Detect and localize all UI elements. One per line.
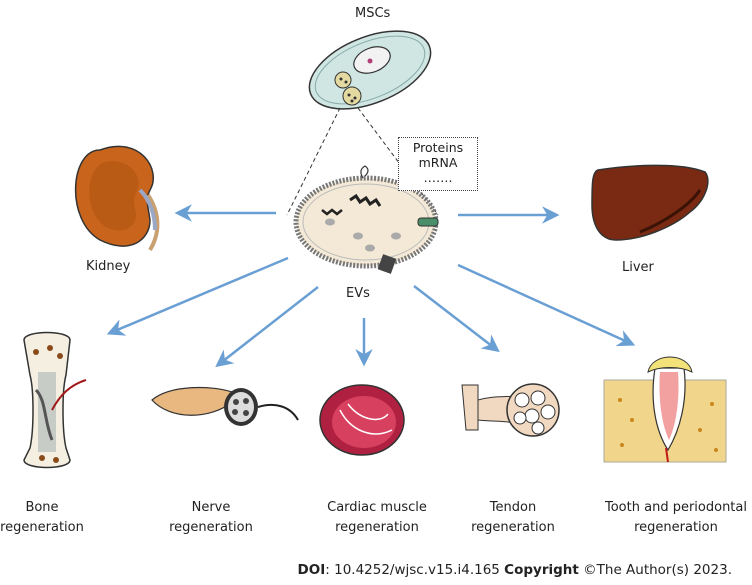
bone-illustration <box>23 331 87 469</box>
label-line: Tooth and periodontal <box>605 500 747 515</box>
cargo-proteins: Proteins <box>412 140 464 155</box>
label-evs: EVs <box>346 286 370 301</box>
cargo-ellipsis: ……. <box>423 170 453 185</box>
citation-footer: DOI: 10.4252/wjsc.v15.i4.165 Copyright ©… <box>298 562 732 578</box>
copyright-value: ©The Author(s) 2023. <box>578 562 732 578</box>
ev-illustration <box>293 165 439 274</box>
label-line: Cardiac muscle <box>327 500 427 515</box>
arrow-to-nerve <box>215 286 319 368</box>
label-bone-regeneration: Bone regeneration <box>0 498 84 538</box>
arrow-to-tooth <box>457 263 636 347</box>
label-line: Bone <box>25 500 59 515</box>
label-line: Nerve <box>191 500 231 515</box>
nerve-illustration <box>151 386 299 426</box>
msc-cell-illustration <box>308 30 432 110</box>
label-line: regeneration <box>634 520 718 535</box>
kidney-illustration <box>74 145 160 252</box>
arrows <box>106 204 636 368</box>
doi-value: : 10.4252/wjsc.v15.i4.165 <box>325 562 505 578</box>
label-mscs: MSCs <box>355 6 391 21</box>
tendon-illustration <box>461 383 560 437</box>
tooth-illustration <box>603 356 727 463</box>
cardiac-muscle-illustration <box>319 384 405 456</box>
cargo-box: Proteins mRNA ……. <box>398 137 478 191</box>
label-line: regeneration <box>335 520 419 535</box>
label-kidney: Kidney <box>86 259 131 274</box>
copyright-label: Copyright <box>504 562 579 578</box>
label-liver: Liver <box>622 260 654 275</box>
label-line: regeneration <box>169 520 253 535</box>
cargo-mrna: mRNA <box>418 155 458 170</box>
arrow-to-bone <box>106 256 289 336</box>
label-tendon-regeneration: Tendon regeneration <box>468 498 558 538</box>
label-tooth-periodontal-regeneration: Tooth and periodontal regeneration <box>604 498 748 538</box>
label-line: regeneration <box>0 520 84 535</box>
label-nerve-regeneration: Nerve regeneration <box>166 498 256 538</box>
label-line: regeneration <box>471 520 555 535</box>
doi-label: DOI <box>297 562 326 578</box>
label-cardiac-muscle-regeneration: Cardiac muscle regeneration <box>322 498 432 538</box>
arrow-to-tendon <box>413 285 500 353</box>
liver-illustration <box>591 164 709 241</box>
label-line: Tendon <box>489 500 537 515</box>
